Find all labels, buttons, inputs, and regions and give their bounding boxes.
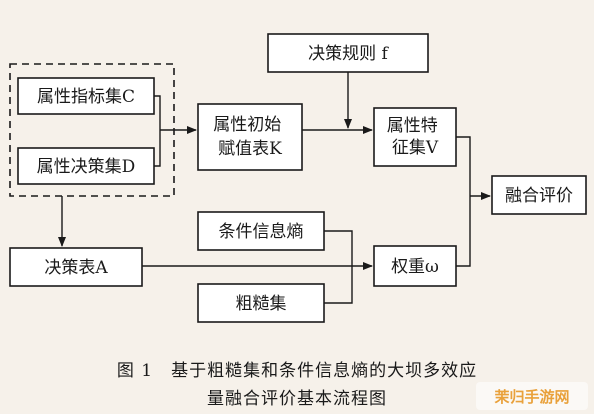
edge-weight-to-fusion: [456, 196, 471, 267]
edge-index-set-to-merge: [154, 95, 161, 130]
attr-init-table-line2: 赋值表K: [218, 139, 282, 159]
rough-set-label: 粗糙集: [236, 294, 287, 314]
flowchart: 属性指标集C 属性决策集D 属性初始 赋值表K 决策规则 f 属性特 征集V 融…: [9, 33, 587, 323]
fusion-eval-label: 融合评价: [505, 186, 573, 206]
attr-feature-set-box: [373, 107, 457, 167]
decision-table-box: [9, 247, 143, 287]
figure-number: 图 1: [116, 361, 154, 381]
attr-feature-set-line2: 征集V: [392, 138, 439, 158]
weight-box: [373, 245, 457, 287]
attr-feature-set-line1: 属性特: [387, 116, 438, 136]
cond-info-entropy-box: [197, 211, 325, 251]
attr-decision-set-label: 属性决策集D: [37, 157, 136, 177]
figure-caption-text1: 基于粗糙集和条件信息熵的大坝多效应: [171, 361, 478, 381]
figure-caption-text2: 量融合评价基本流程图: [207, 389, 387, 409]
rough-set-box: [197, 283, 325, 323]
edge-decision-set-to-merge: [154, 130, 161, 167]
weight-label: 权重ω: [391, 257, 439, 277]
site-watermark: 茉归手游网: [476, 382, 588, 410]
attr-index-set-label: 属性指标集C: [37, 87, 135, 107]
cond-info-entropy-label: 条件信息熵: [219, 222, 304, 242]
edge-entropy-to-merge: [324, 230, 353, 266]
attr-init-table-label: 属性初始 赋值表K: [213, 115, 286, 159]
attr-feature-set-label: 属性特 征集V: [387, 116, 443, 158]
attr-decision-set-box: [17, 147, 155, 185]
figure-caption-line2: 量融合评价基本流程图: [0, 384, 594, 409]
attr-index-set-box: [17, 77, 155, 115]
attr-init-table-box: [197, 103, 303, 171]
decision-rule-box: [267, 33, 429, 73]
watermark-text: 茉归手游网: [494, 387, 570, 406]
fusion-eval-box: [491, 175, 587, 215]
decision-rule-label: 决策规则 f: [308, 44, 389, 64]
decision-table-label: 决策表A: [44, 258, 108, 278]
attr-init-table-line1: 属性初始: [213, 115, 281, 135]
edge-feature-set-to-fusion: [456, 136, 471, 196]
figure-caption-line1: 图 1 基于粗糙集和条件信息熵的大坝多效应: [0, 356, 594, 381]
edge-rough-set-to-merge: [324, 266, 353, 304]
